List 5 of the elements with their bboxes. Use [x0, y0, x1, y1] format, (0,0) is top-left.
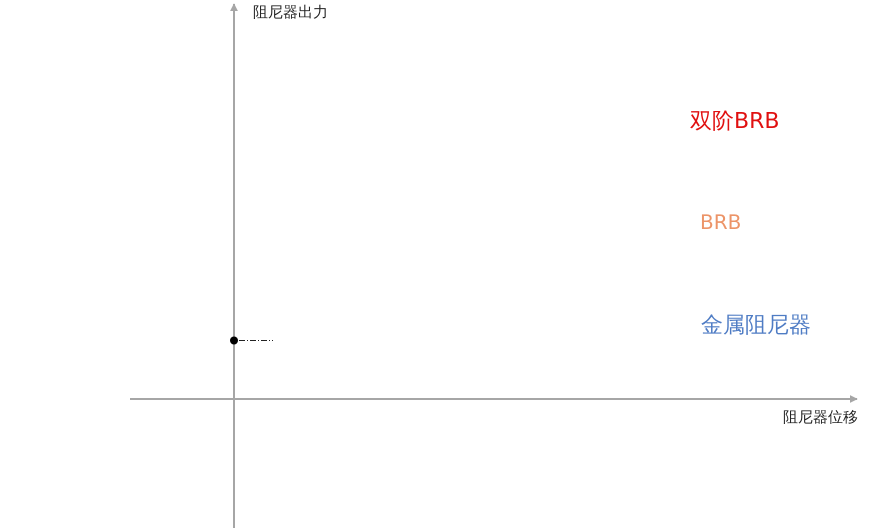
- series-label: 金属阻尼器: [701, 313, 811, 338]
- axis-label: 阻尼器位移: [783, 409, 858, 426]
- series-label: BRB: [700, 211, 742, 234]
- series-label: 双阶BRB: [690, 109, 780, 134]
- axis-label: 阻尼器出力: [253, 4, 328, 22]
